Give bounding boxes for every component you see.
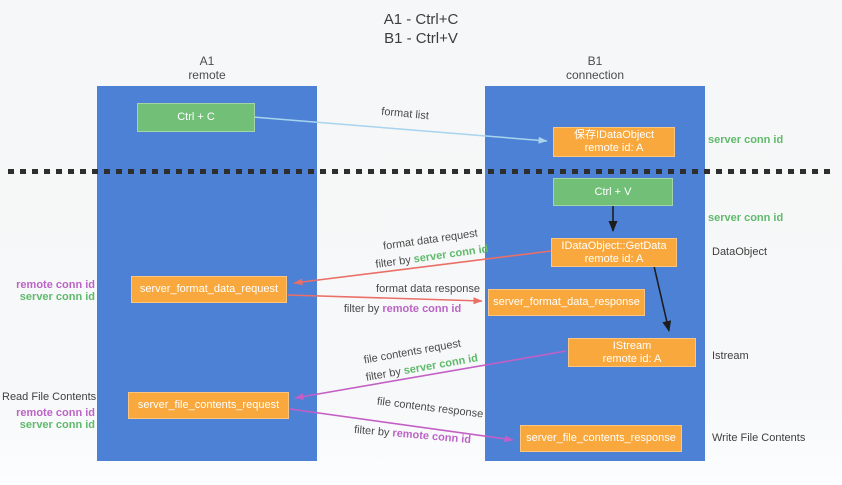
ctrl-c-node: Ctrl + C bbox=[137, 103, 255, 132]
title-line-a: A1 - Ctrl+C bbox=[383, 11, 459, 28]
diagram-title: A1 - Ctrl+C B1 - Ctrl+V bbox=[0, 10, 842, 48]
server-file-contents-response-node: server_file_contents_response bbox=[520, 425, 682, 452]
title-line-b: B1 - Ctrl+V bbox=[384, 30, 458, 47]
lane-b-subtitle: connection bbox=[565, 68, 625, 82]
istream-node: IStream remote id: A bbox=[568, 338, 696, 367]
filter-by-text: filter by bbox=[353, 423, 393, 440]
istream-line2: remote id: A bbox=[602, 352, 662, 365]
istream-line1: IStream bbox=[612, 339, 652, 352]
format-data-response-arrow-label: format data response bbox=[376, 283, 480, 295]
server-format-data-request-label: server_format_data_request bbox=[139, 283, 279, 295]
filter-by-text: filter by bbox=[374, 253, 415, 271]
server-file-contents-response-label: server_file_contents_response bbox=[526, 432, 676, 444]
lane-b-name: B1 bbox=[587, 54, 603, 68]
save-idataobject-line2: remote id: A bbox=[584, 142, 644, 154]
getdata-line1: IDataObject::GetData bbox=[561, 239, 667, 252]
remote-conn-id-text: remote conn id bbox=[391, 427, 472, 447]
filter-by-text: filter by bbox=[343, 303, 383, 315]
server-file-contents-request-label: server_file_contents_request bbox=[137, 399, 280, 411]
ctrl-v-label: Ctrl + V bbox=[594, 185, 632, 198]
server-file-contents-request-node: server_file_contents_request bbox=[128, 392, 289, 419]
left-label-server-conn-id-1: server conn id bbox=[19, 291, 95, 303]
idataobject-getdata-node: IDataObject::GetData remote id: A bbox=[551, 238, 677, 267]
file-contents-response-filter-label: filter by remote conn id bbox=[340, 423, 486, 449]
left-label-stack-file: Read File Contents remote conn id server… bbox=[2, 391, 97, 431]
right-label-server-conn-id-top: server conn id bbox=[708, 134, 784, 146]
save-idataobject-line1: 保存IDataObject bbox=[573, 129, 655, 141]
ctrl-c-label: Ctrl + C bbox=[177, 111, 215, 123]
server-format-data-response-label: server_format_data_response bbox=[493, 296, 640, 308]
getdata-line2: remote id: A bbox=[584, 252, 644, 265]
left-label-stack-format: remote conn id server conn id bbox=[2, 279, 95, 303]
save-idataobject-node: 保存IDataObject remote id: A bbox=[553, 127, 675, 157]
left-label-remote-conn-id-2: remote conn id bbox=[16, 407, 95, 419]
lane-b-header: B1 connection bbox=[485, 54, 705, 82]
right-label-server-conn-id-mid: server conn id bbox=[708, 212, 784, 224]
right-label-istream: Istream bbox=[712, 350, 749, 362]
session-divider-dashed-line bbox=[8, 169, 836, 174]
filter-by-text: filter by bbox=[364, 365, 405, 384]
format-data-response-filter-label: filter by remote conn id bbox=[330, 303, 475, 316]
right-label-write-file-contents: Write File Contents bbox=[712, 432, 806, 444]
remote-conn-id-text: remote conn id bbox=[382, 303, 462, 315]
ctrl-v-node: Ctrl + V bbox=[553, 178, 673, 206]
server-format-data-response-node: server_format_data_response bbox=[488, 289, 645, 316]
left-label-read-file-contents: Read File Contents bbox=[2, 391, 97, 403]
left-label-server-conn-id-2: server conn id bbox=[19, 419, 95, 431]
lane-a-name: A1 bbox=[199, 54, 215, 68]
right-label-dataobject: DataObject bbox=[712, 246, 768, 258]
left-label-remote-conn-id-1: remote conn id bbox=[16, 279, 95, 291]
server-format-data-request-node: server_format_data_request bbox=[131, 276, 287, 303]
lane-a-header: A1 remote bbox=[97, 54, 317, 82]
lane-a-subtitle: remote bbox=[188, 68, 226, 82]
format-list-arrow-label: format list bbox=[380, 105, 430, 123]
file-contents-response-arrow-label: file contents response bbox=[376, 395, 484, 421]
